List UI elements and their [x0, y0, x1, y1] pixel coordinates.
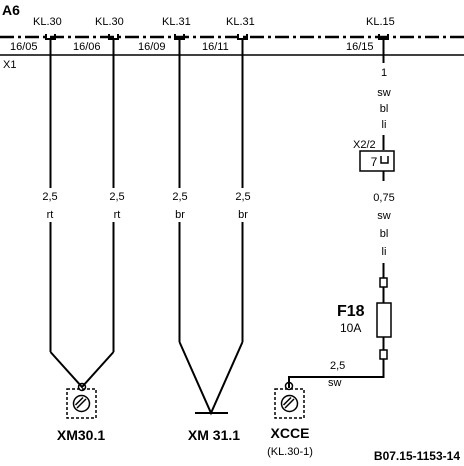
wire-color-label: li — [382, 246, 387, 258]
wire-pin-label: 1 — [381, 67, 387, 79]
pin-socket-icon — [237, 34, 248, 55]
wire-size-label: 2,5 — [172, 191, 187, 203]
pin-socket-icon — [378, 34, 389, 55]
wire-size-label: 2,5 — [109, 191, 124, 203]
ground-sublabel-xcce: (KL.30-1) — [267, 446, 313, 458]
wire-color-label: bl — [380, 103, 389, 115]
pin-label: 16/11 — [202, 41, 229, 53]
connector-x2-housing — [359, 150, 395, 172]
connector-x2-label: X2/2 — [353, 139, 376, 151]
ground-eye-icon — [284, 381, 294, 391]
wire-color-label: br — [238, 209, 248, 221]
pin-label: 16/05 — [10, 41, 38, 53]
fuse-socket-top — [379, 277, 388, 288]
fuse-name: F18 — [337, 303, 365, 320]
fuse-socket-bottom — [379, 349, 388, 360]
fuse-rating: 10A — [340, 321, 361, 335]
kl30-junction — [49, 351, 115, 389]
ground-stud-frame — [274, 388, 305, 419]
connector-pin-icon — [380, 156, 389, 164]
pin-socket-icon — [45, 34, 56, 55]
connector-label: X1 — [3, 59, 16, 71]
ground-label-xm31: XM 31.1 — [188, 427, 240, 443]
wire-size-label: 2,5 — [42, 191, 57, 203]
wire-color-label: sw — [377, 87, 391, 99]
module-label: A6 — [2, 2, 20, 18]
wire-color-label: br — [175, 209, 185, 221]
wire-color-label: li — [382, 119, 387, 131]
pin-label: 16/09 — [138, 41, 166, 53]
ground-eye-icon — [77, 382, 87, 392]
wire-size-label: 2,5 — [330, 360, 345, 372]
wire-color-label: bl — [380, 228, 389, 240]
connector-x2-pin: 7 — [371, 155, 378, 169]
terminal-kl-label: KL.30 — [95, 16, 124, 28]
ground-stud-icon — [72, 394, 91, 413]
terminal-kl-label: KL.30 — [33, 16, 62, 28]
ground-stud-frame — [66, 388, 97, 419]
terminal-kl-label: KL.31 — [226, 16, 255, 28]
pin-label: 16/15 — [346, 41, 374, 53]
pin-label: 16/06 — [73, 41, 101, 53]
wire-color-label: rt — [114, 209, 121, 221]
pin-socket-icon — [174, 34, 185, 55]
wire-color-label: rt — [47, 209, 54, 221]
fuse-icon — [376, 302, 392, 338]
ground-label-xcce: XCCE — [271, 425, 310, 441]
terminal-kl-label: KL.31 — [162, 16, 191, 28]
wire-color-label: sw — [377, 210, 391, 222]
terminal-kl-label: KL.15 — [366, 16, 395, 28]
wire-size-label: 0,75 — [373, 192, 394, 204]
pin-socket-icon — [108, 34, 119, 55]
figure-id: B07.15-1153-14 — [374, 449, 460, 463]
ground-label-xm30: XM30.1 — [57, 427, 105, 443]
wire-size-label: 2,5 — [235, 191, 250, 203]
wire-color-label: sw — [328, 377, 342, 389]
kl31-junction — [178, 341, 244, 416]
ground-stud-icon — [280, 394, 299, 413]
